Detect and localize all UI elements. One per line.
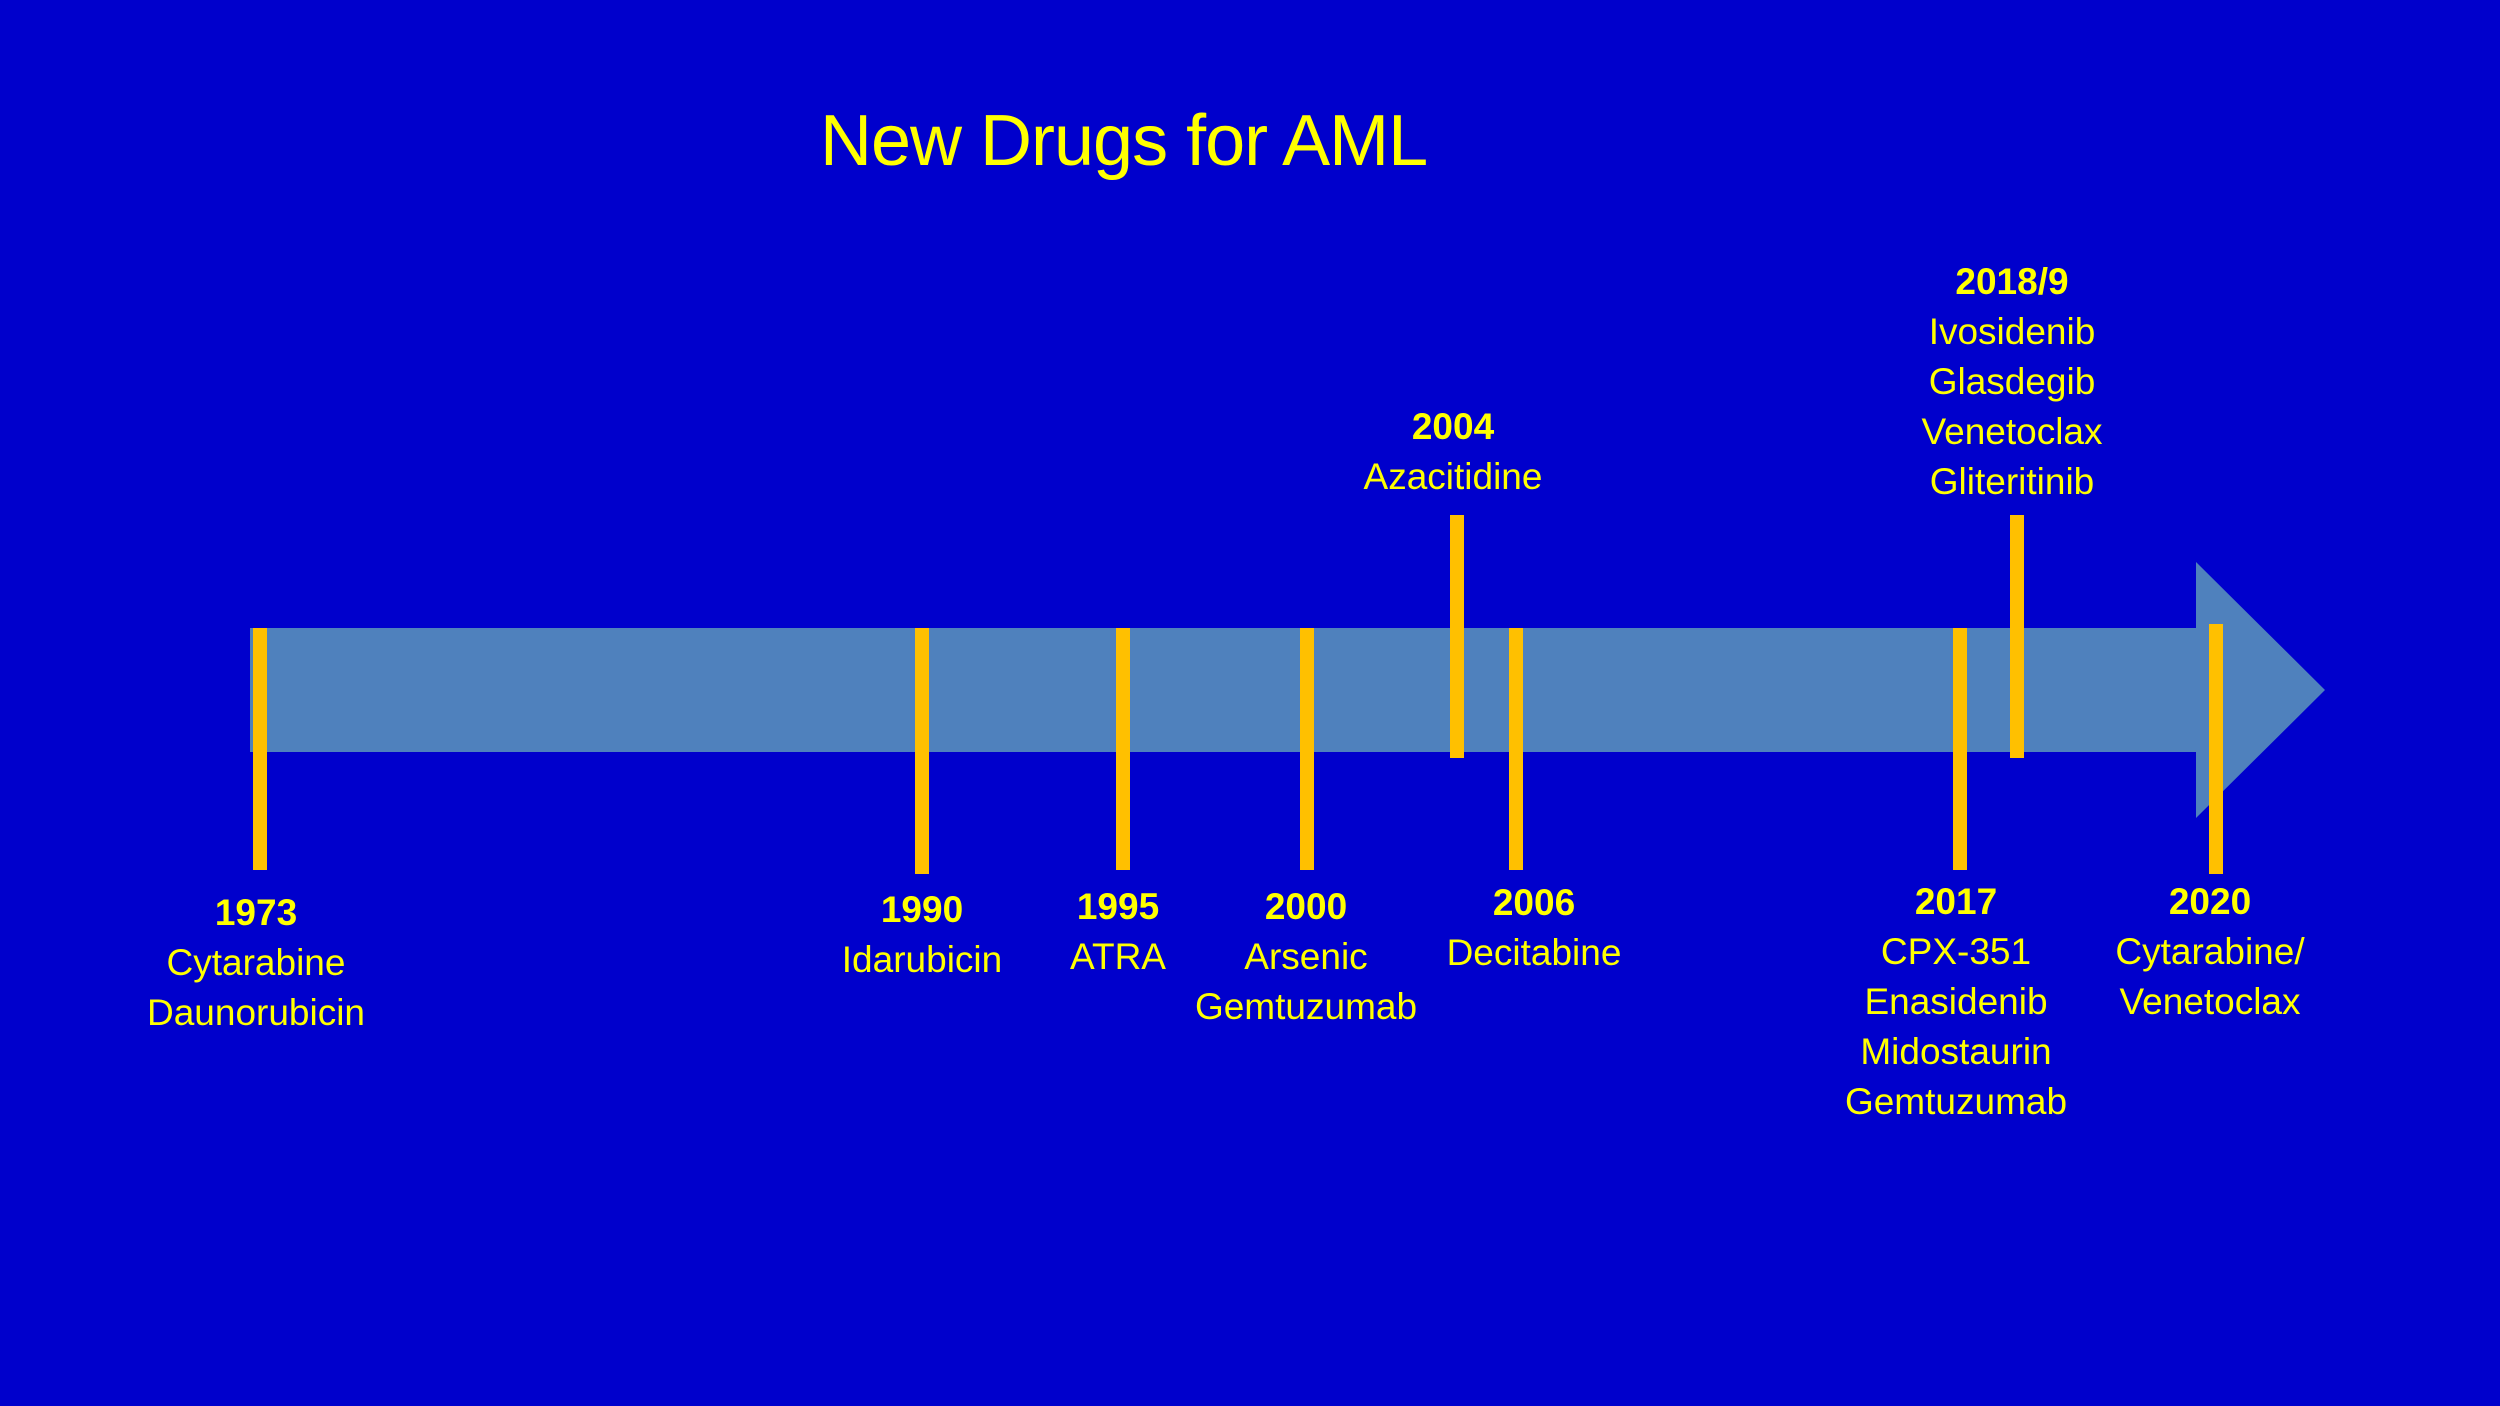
event-drug: Glasdegib — [1928, 361, 2096, 402]
event-drug: Venetoclax — [1921, 411, 2103, 452]
event-drug: Gemtuzumab — [1194, 986, 1418, 1027]
event-drug: Cytarabine/ — [2115, 931, 2305, 972]
event-drug: Idarubicin — [841, 939, 1003, 980]
timeline-marker-2006 — [1509, 628, 1523, 870]
event-year: 2018/9 — [1955, 261, 2069, 302]
event-drug: Azacitidine — [1363, 456, 1543, 497]
timeline-marker-1995 — [1116, 628, 1130, 870]
event-year: 2017 — [1914, 881, 1998, 922]
event-drug: Gliteritinib — [1929, 461, 2095, 502]
event-drug: ATRA — [1070, 936, 1166, 977]
timeline-marker-1973 — [253, 628, 267, 870]
event-drug: Ivosidenib — [1928, 311, 2096, 352]
event-drug: Gemtuzumab — [1844, 1081, 2068, 1122]
event-year: 2004 — [1411, 406, 1495, 447]
timeline-marker-2004 — [1450, 515, 1464, 758]
event-drug: Arsenic — [1244, 936, 1368, 977]
event-drug: CPX-351 — [1880, 931, 2032, 972]
event-drug: Daunorubicin — [146, 992, 366, 1033]
event-drug: Enasidenib — [1864, 981, 2048, 1022]
slide-title: New Drugs for AML — [820, 101, 1428, 181]
timeline-marker-2017 — [1953, 628, 1967, 870]
timeline-marker-2020 — [2209, 624, 2223, 874]
event-year: 1995 — [1076, 886, 1160, 927]
timeline-marker-1990 — [915, 628, 929, 874]
event-drug: Venetoclax — [2119, 981, 2301, 1022]
event-year: 2020 — [2168, 881, 2252, 922]
event-year: 1990 — [880, 889, 964, 930]
timeline-markers — [253, 515, 2223, 874]
event-drug: Decitabine — [1446, 932, 1622, 973]
event-drug: Cytarabine — [166, 942, 346, 983]
event-drug: Midostaurin — [1860, 1031, 2052, 1072]
event-year: 2006 — [1492, 882, 1576, 923]
timeline-marker-2018-9 — [2010, 515, 2024, 758]
timeline-marker-2000 — [1300, 628, 1314, 870]
timeline-arrow — [250, 562, 2325, 818]
event-year: 1973 — [214, 892, 298, 933]
event-year: 2000 — [1264, 886, 1348, 927]
